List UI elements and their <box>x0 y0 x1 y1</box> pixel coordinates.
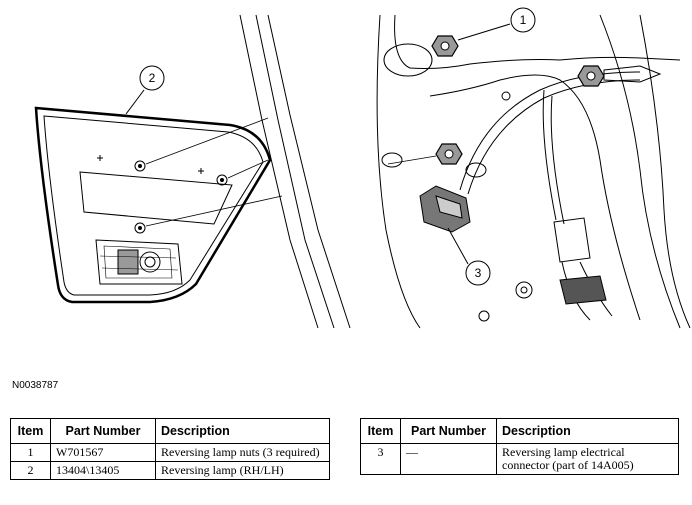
header-part-number: Part Number <box>400 418 497 444</box>
row-item: 3 <box>360 443 401 475</box>
header-part-number: Part Number <box>50 418 156 444</box>
table-row: 1 W701567 Reversing lamp nuts (3 require… <box>10 443 330 462</box>
exploded-view-illustration: 2 1 3 <box>34 7 691 329</box>
row-description: Reversing lamp nuts (3 required) <box>155 443 330 462</box>
callout-2: 2 <box>149 71 156 85</box>
row-part-number: W701567 <box>50 443 156 462</box>
row-description: Reversing lamp electrical connector (par… <box>496 443 679 475</box>
installation-lines <box>145 117 283 227</box>
callout-3: 3 <box>475 266 482 280</box>
electrical-connector-icon <box>419 185 471 233</box>
row-part-number: 13404\13405 <box>50 461 156 480</box>
lamp-bulb-assembly <box>95 239 183 285</box>
header-description: Description <box>155 418 330 444</box>
header-item: Item <box>360 418 401 444</box>
table-row: 2 13404\13405 Reversing lamp (RH/LH) <box>10 461 330 480</box>
row-item: 2 <box>10 461 51 480</box>
table-header-row: Item Part Number Description <box>360 418 679 444</box>
row-item: 1 <box>10 443 51 462</box>
table-row: 3 — Reversing lamp electrical connector … <box>360 443 679 475</box>
lamp-stud <box>97 155 228 234</box>
callout-1: 1 <box>520 13 527 27</box>
reversing-lamp-housing <box>34 106 283 304</box>
header-description: Description <box>496 418 679 444</box>
row-part-number: — <box>400 443 497 475</box>
vehicle-pillar-left <box>239 14 351 329</box>
figure-id: N0038787 <box>12 380 59 391</box>
parts-table-left: Item Part Number Description 1 W701567 R… <box>10 418 330 480</box>
body-panel-right <box>376 14 691 329</box>
table-header-row: Item Part Number Description <box>10 418 330 444</box>
header-item: Item <box>10 418 51 444</box>
reversing-lamp-nut-icon <box>387 35 605 165</box>
parts-table-right: Item Part Number Description 3 — Reversi… <box>360 418 679 475</box>
wiring-harness <box>459 65 662 321</box>
row-description: Reversing lamp (RH/LH) <box>155 461 330 480</box>
